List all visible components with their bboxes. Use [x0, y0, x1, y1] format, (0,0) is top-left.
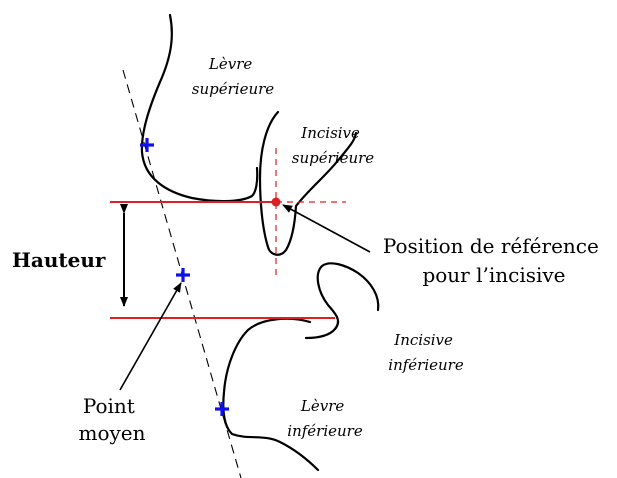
midpoint-pointer-arrow — [119, 282, 182, 391]
upper-lip-contour — [140, 13, 259, 203]
lower-lip-label-line1: Lèvre — [300, 397, 344, 415]
upper-lip-label-line2: supérieure — [192, 80, 275, 98]
upper-lip-label: Lèvre supérieure — [192, 55, 275, 98]
upper-lip-label-line1: Lèvre — [208, 55, 252, 73]
reference-position-label: Position de référence pour l’incisive — [383, 234, 605, 287]
height-label: Hauteur — [12, 248, 106, 272]
reference-position-dot — [271, 197, 281, 207]
upper-lip-cross-marker — [140, 138, 154, 152]
lower-lip-label-line2: inférieure — [287, 422, 363, 440]
lower-incisor-contour — [304, 262, 380, 340]
lower-incisor-label: Incisive inférieure — [388, 331, 464, 374]
upper-incisor-label-line1: Incisive — [300, 124, 360, 142]
lower-lip-cross-marker — [215, 402, 229, 416]
upper-incisor-label: Incisive supérieure — [292, 124, 375, 167]
lower-lip-contour — [222, 317, 320, 472]
reference-position-label-line1: Position de référence — [383, 234, 599, 258]
midpoint-label: Point moyen — [78, 394, 145, 445]
reference-pointer-arrow — [282, 204, 371, 253]
midpoint-cross-marker — [176, 268, 190, 282]
lower-incisor-label-line2: inférieure — [388, 356, 464, 374]
lower-incisor-label-line1: Incisive — [393, 331, 453, 349]
lower-lip-label: Lèvre inférieure — [287, 397, 363, 440]
upper-incisor-contour — [258, 110, 358, 256]
reference-position-label-line2: pour l’incisive — [422, 263, 565, 287]
midpoint-label-line1: Point — [83, 394, 135, 418]
upper-incisor-label-line2: supérieure — [292, 149, 375, 167]
midpoint-label-line2: moyen — [78, 421, 145, 445]
